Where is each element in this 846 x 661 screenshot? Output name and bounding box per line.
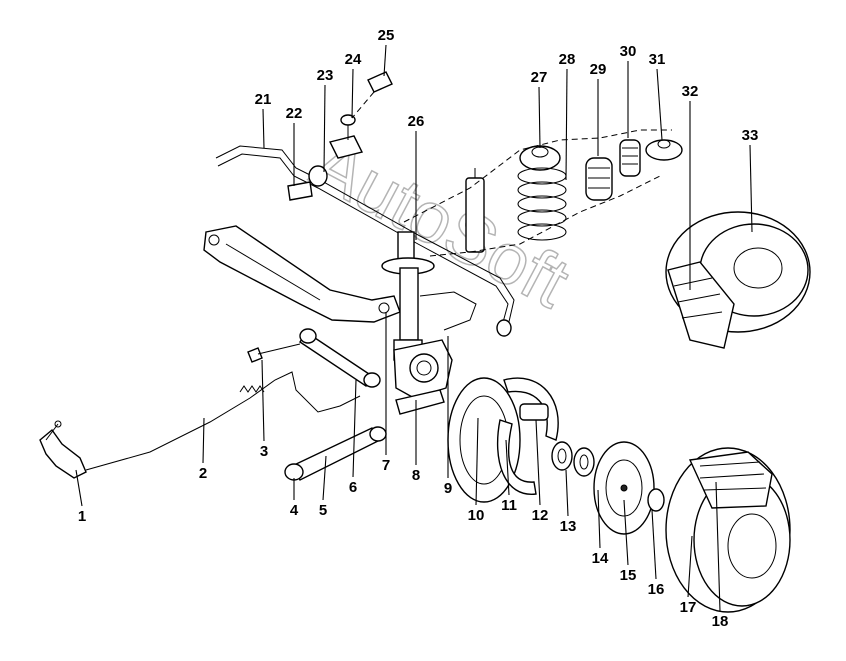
rear-subframe — [203, 225, 401, 323]
callout-label-29: 29 — [590, 61, 607, 78]
callout-label-16: 16 — [648, 581, 665, 598]
lower-control-arm — [284, 426, 387, 481]
callout-leader-18 — [715, 481, 721, 612]
strut-assembly — [381, 231, 435, 361]
callout-label-15: 15 — [620, 567, 637, 584]
callout-leader-21 — [262, 108, 265, 149]
callout-label-27: 27 — [531, 69, 548, 86]
callout-leader-2 — [202, 417, 205, 464]
callout-label-12: 12 — [532, 507, 549, 524]
upper-link-arm — [299, 328, 381, 388]
callout-label-23: 23 — [317, 67, 334, 84]
retaining-clip — [367, 71, 393, 93]
strut-top-mount — [645, 139, 683, 161]
callout-leader-6 — [352, 379, 357, 478]
wheel-cylinder — [519, 403, 549, 421]
callout-label-17: 17 — [680, 599, 697, 616]
stabilizer-bushing — [287, 165, 328, 201]
callout-leader-15 — [623, 499, 629, 566]
parts — [39, 71, 811, 613]
callout-label-2: 2 — [199, 465, 207, 482]
callout-leader-24 — [351, 68, 354, 119]
callout-label-4: 4 — [290, 502, 299, 519]
brake-bracket — [419, 291, 477, 331]
callout-label-14: 14 — [592, 550, 609, 567]
callout-leader-25 — [383, 44, 387, 77]
callout-leader-27 — [538, 86, 541, 149]
callout-label-10: 10 — [468, 507, 485, 524]
handbrake-cable-spring — [239, 385, 265, 393]
hub-cap-nut — [647, 488, 665, 512]
callout-label-3: 3 — [260, 443, 268, 460]
callout-leader-16 — [651, 509, 657, 580]
callout-label-8: 8 — [412, 467, 420, 484]
handbrake-cable — [85, 371, 361, 471]
callout-leader-31 — [656, 68, 663, 141]
spare-wheel — [665, 211, 811, 349]
brake-shoes — [496, 377, 559, 495]
callout-label-18: 18 — [712, 613, 729, 630]
callout-label-9: 9 — [444, 480, 452, 497]
coil-spring — [517, 167, 567, 241]
callout-leader-3 — [261, 359, 265, 442]
callout-label-31: 31 — [649, 51, 666, 68]
wheel-bearing — [551, 441, 595, 477]
callout-label-6: 6 — [349, 479, 357, 496]
callout-label-1: 1 — [78, 508, 86, 525]
callout-label-30: 30 — [620, 43, 637, 60]
callout-leader-1 — [75, 469, 83, 507]
callout-label-28: 28 — [559, 51, 576, 68]
callout-leader-11 — [505, 439, 510, 496]
hub-flange — [593, 441, 655, 535]
callout-label-11: 11 — [501, 497, 517, 514]
shock-absorber — [465, 168, 485, 253]
knuckle — [393, 339, 453, 415]
bolt — [247, 343, 301, 363]
callout-leader-12 — [535, 419, 541, 506]
callout-leader-14 — [597, 489, 601, 549]
callout-label-25: 25 — [378, 27, 395, 44]
callout-label-21: 21 — [255, 91, 272, 108]
callout-label-26: 26 — [408, 113, 425, 130]
callout-label-32: 32 — [682, 83, 699, 100]
callout-leader-23 — [323, 84, 326, 173]
callout-label-5: 5 — [319, 502, 327, 519]
callout-label-22: 22 — [286, 105, 303, 122]
dust-boot — [619, 139, 641, 177]
bump-stop — [585, 157, 613, 201]
mounting-bracket — [328, 114, 364, 159]
callout-leader-13 — [565, 469, 569, 517]
callout-label-33: 33 — [742, 127, 759, 144]
callout-leader-10 — [475, 417, 479, 506]
callout-label-13: 13 — [560, 518, 577, 535]
callout-label-24: 24 — [345, 51, 362, 68]
callout-label-7: 7 — [382, 457, 390, 474]
callout-leader-5 — [322, 455, 327, 501]
wheel-assembly — [665, 447, 791, 613]
callout-leader-28 — [565, 68, 568, 181]
callout-leader-17 — [687, 535, 693, 598]
callout-leader-33 — [749, 144, 753, 233]
spring-seat — [519, 145, 561, 171]
handbrake-lever — [39, 420, 87, 479]
